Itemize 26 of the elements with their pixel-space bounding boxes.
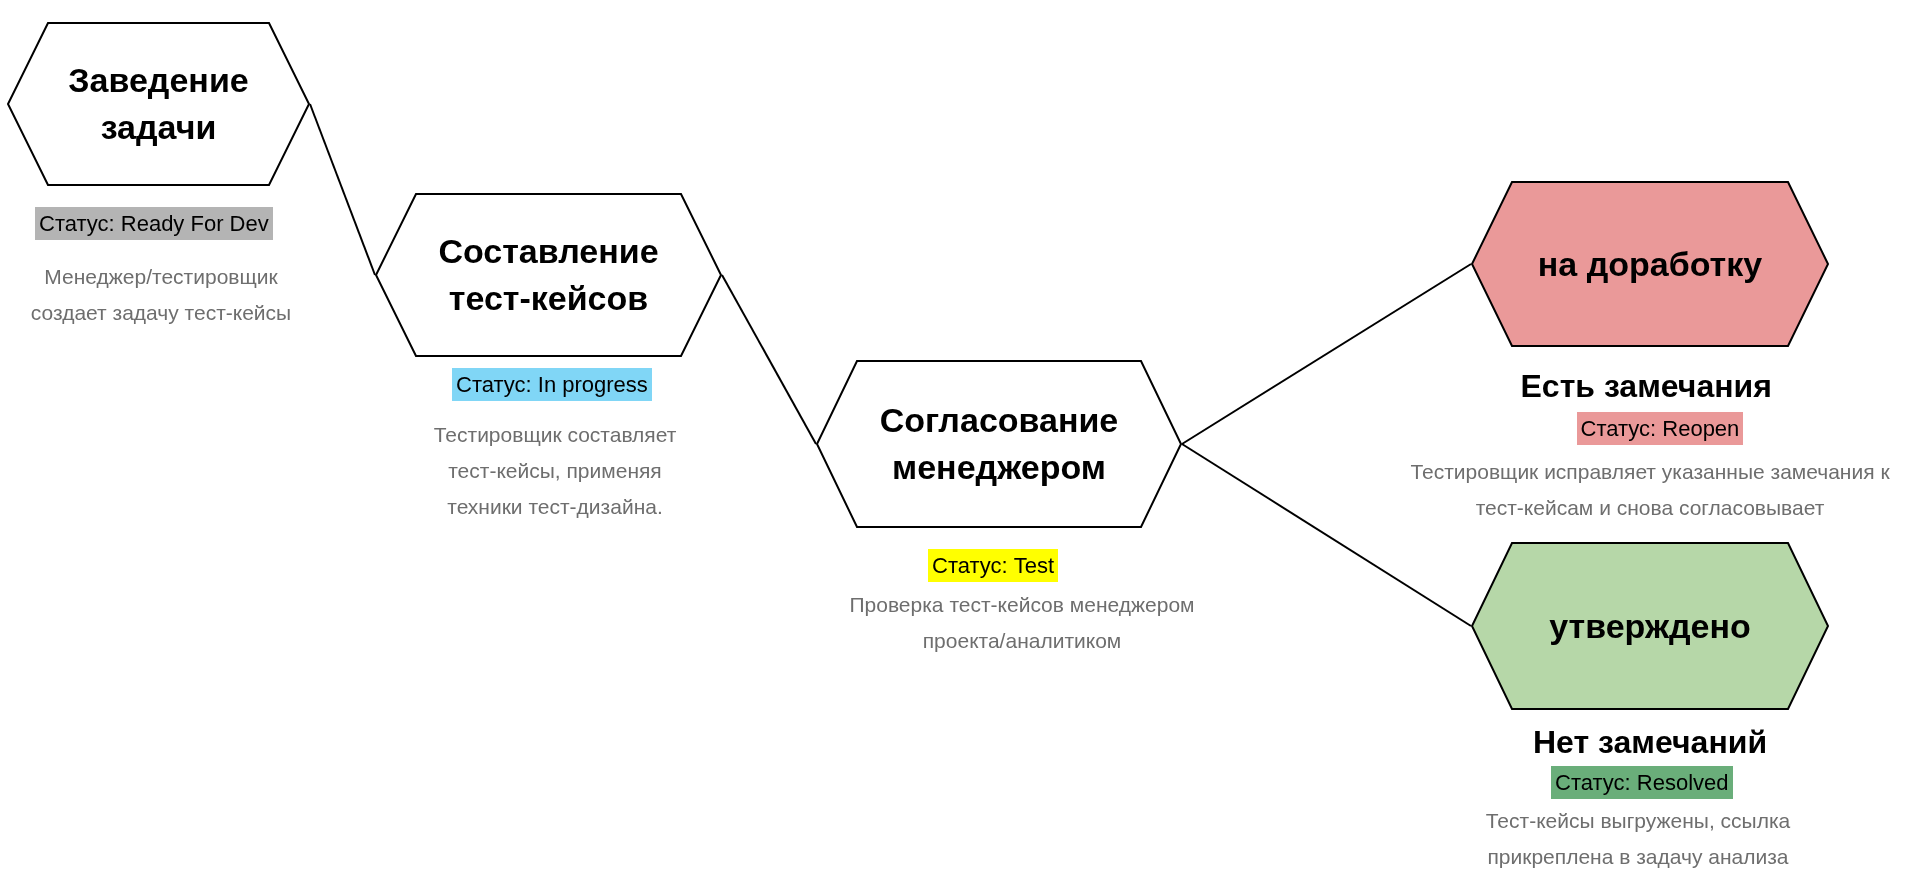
status-label: Статус: Resolved <box>1551 765 1733 799</box>
status-label: Статус: Test <box>928 548 1059 582</box>
node-title: утверждено <box>1548 605 1752 647</box>
node-title: Заведение задачи <box>67 60 250 148</box>
description-text: Менеджер/тестировщик создает задачу тест-кейсы <box>29 264 293 326</box>
description-text: Проверка тест-кейсов менеджером проекта/аналитиком <box>848 592 1196 654</box>
status-label: Статус: Ready For Dev <box>35 206 273 240</box>
outcome-heading: Есть замечания <box>1520 367 1772 405</box>
status-label: Статус: Reopen <box>1576 411 1744 445</box>
connector-line <box>721 274 817 445</box>
process-hexagon <box>1471 181 1829 347</box>
node-title: Составление тест-кейсов <box>437 231 660 319</box>
node-title: Согласование менеджером <box>878 400 1120 488</box>
connector-line <box>309 103 376 276</box>
node-title: на доработку <box>1536 243 1764 285</box>
process-hexagon <box>7 22 310 186</box>
connector-line <box>1181 443 1472 627</box>
description-text: Тестировщик составляет тест-кейсы, применяя техники тест-дизайна. <box>432 422 678 520</box>
process-hexagon <box>816 360 1182 528</box>
description-text: Тест-кейсы выгружены, ссылка прикреплена в задачу анализа <box>1484 808 1792 870</box>
connector-line <box>1181 263 1472 445</box>
description-text: Тестировщик исправляет указанные замечания к тест-кейсам и снова согласовывает <box>1409 459 1891 521</box>
status-label: Статус: In progress <box>452 367 652 401</box>
process-hexagon <box>1471 542 1829 710</box>
outcome-heading: Нет замечаний <box>1533 723 1768 761</box>
process-hexagon <box>375 193 722 357</box>
